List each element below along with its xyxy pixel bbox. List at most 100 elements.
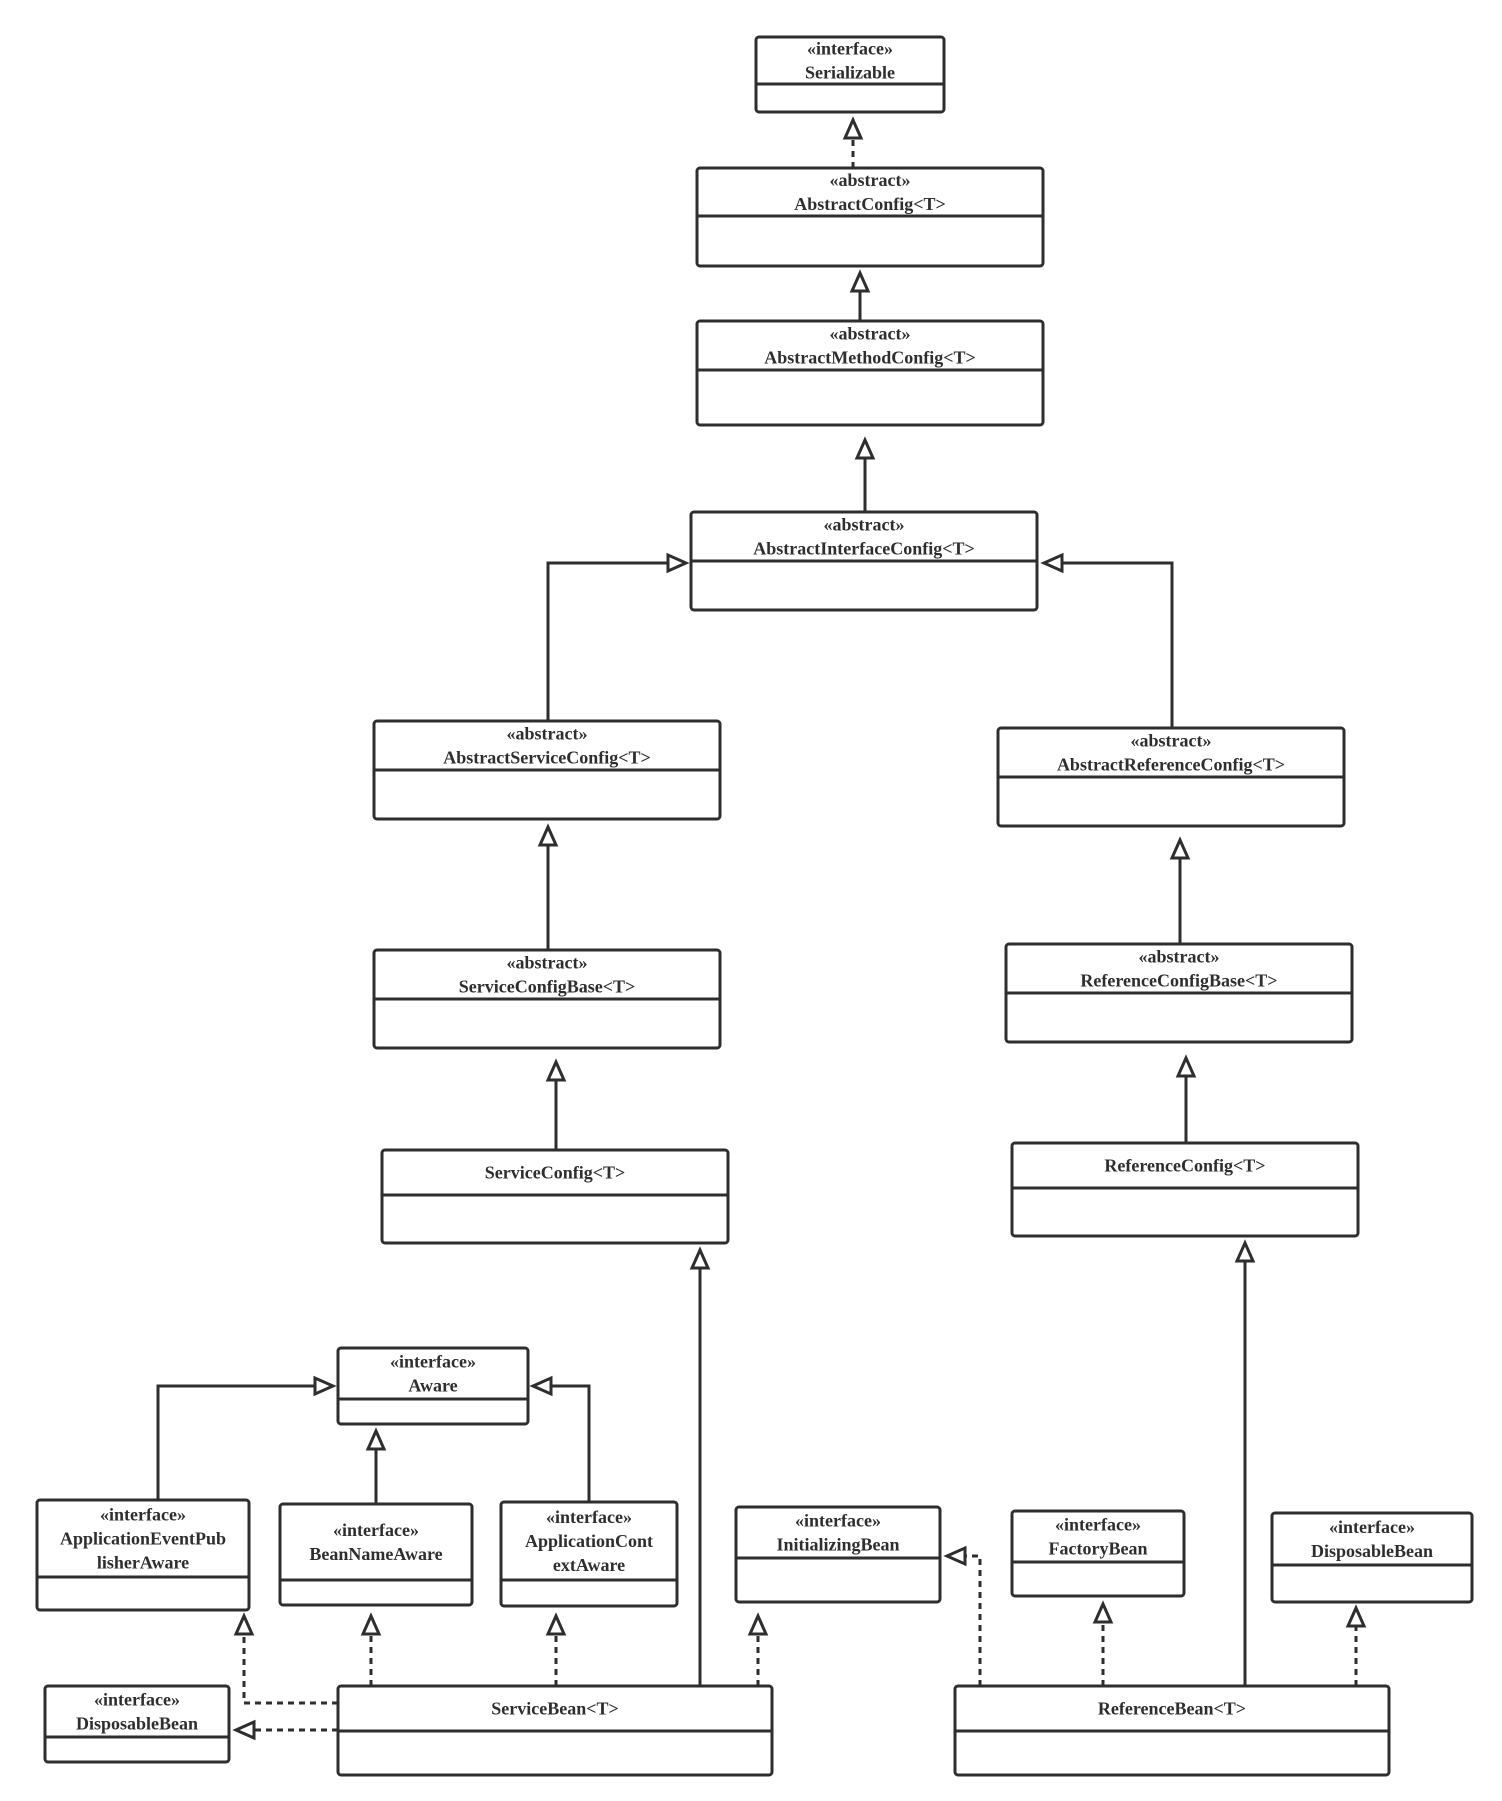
- class-box-frame: [35, 1498, 251, 1612]
- hollow-triangle-arrowhead: [854, 436, 876, 460]
- class-box-service-config[interactable]: ServiceConfig<T>: [380, 1148, 730, 1245]
- class-name: ServiceConfig<T>: [485, 1163, 626, 1183]
- class-box-serializable[interactable]: «interface»Serializable: [754, 35, 946, 114]
- relation-line: [156, 1384, 315, 1500]
- class-box-frame: [43, 1684, 231, 1764]
- relation-service-bean-to-initializing-bean: [747, 1612, 769, 1686]
- hollow-triangle-arrowhead: [233, 1612, 255, 1636]
- class-name: AbstractMethodConfig<T>: [764, 348, 976, 368]
- hollow-triangle-arrowhead: [1345, 1604, 1367, 1628]
- relations-layer: [156, 116, 1367, 1741]
- hollow-triangle-arrowhead: [1040, 552, 1064, 574]
- relation-reference-config-base-to-abstract-reference-config: [1169, 836, 1191, 944]
- class-name: ReferenceConfigBase<T>: [1080, 971, 1277, 991]
- class-box-service-bean[interactable]: ServiceBean<T>: [336, 1684, 774, 1777]
- relation-line: [551, 1384, 591, 1502]
- relation-abstract-interface-config-to-abstract-method-config: [854, 436, 876, 512]
- class-box-bean-name-aware[interactable]: «interface»BeanNameAware: [278, 1502, 474, 1607]
- class-box-frame: [734, 1505, 942, 1604]
- class-box-application-event-publisher-aware[interactable]: «interface» ApplicationEventPub lisherAwar…: [35, 1498, 251, 1612]
- relation-abstract-service-config-to-abstract-interface-config: [546, 552, 690, 721]
- class-stereotype: «interface»: [1055, 1515, 1141, 1535]
- class-box-abstract-config[interactable]: «abstract»AbstractConfig<T>: [695, 166, 1045, 268]
- class-box-service-config-base[interactable]: «abstract» ServiceConfigBase<T>: [372, 948, 722, 1050]
- class-box-initializing-bean[interactable]: «interface» InitializingBean: [734, 1505, 942, 1604]
- relation-reference-bean-to-disposable-bean-right: [1345, 1604, 1367, 1686]
- class-box-disposable-bean-left[interactable]: «interface»DisposableBean: [43, 1684, 231, 1764]
- class-box-abstract-interface-config[interactable]: «abstract» AbstractInterfaceConfig<T>: [689, 510, 1039, 612]
- relation-abstract-reference-config-to-abstract-interface-config: [1040, 552, 1174, 728]
- class-name: InitializingBean: [776, 1535, 899, 1555]
- class-name-continued: lisherAware: [97, 1553, 189, 1573]
- hollow-triangle-arrowhead: [537, 823, 559, 847]
- relation-reference-bean-to-initializing-bean: [943, 1545, 982, 1686]
- hollow-triangle-arrowhead: [232, 1719, 256, 1741]
- class-name: FactoryBean: [1049, 1539, 1148, 1559]
- relation-service-config-to-service-config-base: [545, 1058, 567, 1150]
- hollow-triangle-arrowhead: [313, 1375, 337, 1397]
- class-box-aware[interactable]: «interface» Aware: [336, 1346, 530, 1426]
- hollow-triangle-arrowhead: [529, 1375, 553, 1397]
- relation-service-bean-to-application-context-aware: [545, 1612, 567, 1686]
- class-box-abstract-service-config[interactable]: «abstract» AbstractServiceConfig<T>: [372, 719, 722, 821]
- class-stereotype: «interface»: [390, 1352, 476, 1372]
- class-box-frame: [1270, 1511, 1474, 1604]
- relation-line: [242, 1634, 338, 1705]
- relation-service-bean-to-service-config: [689, 1246, 711, 1686]
- class-name: ServiceConfigBase<T>: [459, 977, 636, 997]
- hollow-triangle-arrowhead: [1169, 836, 1191, 860]
- class-name: BeanNameAware: [309, 1544, 442, 1564]
- class-stereotype: «interface»: [546, 1507, 632, 1527]
- class-name: ReferenceBean<T>: [1098, 1699, 1246, 1719]
- class-name-continued: extAware: [553, 1555, 625, 1575]
- class-stereotype: «abstract»: [830, 324, 911, 344]
- relation-line: [546, 561, 668, 721]
- relation-reference-bean-to-reference-config: [1234, 1239, 1256, 1686]
- relation-service-bean-to-bean-name-aware: [360, 1612, 382, 1686]
- hollow-triangle-arrowhead: [849, 269, 871, 293]
- class-name: ReferenceConfig<T>: [1104, 1156, 1265, 1176]
- class-box-frame: [1010, 1509, 1186, 1598]
- class-box-abstract-reference-config[interactable]: «abstract» AbstractReferenceConfig<T>: [996, 726, 1346, 828]
- relation-application-event-publisher-aware-to-aware: [156, 1375, 337, 1500]
- class-box-frame: [754, 35, 946, 114]
- hollow-triangle-arrowhead: [545, 1612, 567, 1636]
- class-box-disposable-bean-right[interactable]: «interface»DisposableBean: [1270, 1511, 1474, 1604]
- class-box-reference-bean[interactable]: ReferenceBean<T>: [953, 1684, 1391, 1777]
- class-stereotype: «abstract»: [824, 515, 905, 535]
- class-box-reference-config[interactable]: ReferenceConfig<T>: [1010, 1141, 1360, 1238]
- class-stereotype: «interface»: [94, 1690, 180, 1710]
- hollow-triangle-arrowhead: [365, 1427, 387, 1451]
- hollow-triangle-arrowhead: [666, 552, 690, 574]
- class-name: AbstractConfig<T>: [794, 194, 946, 214]
- relation-service-config-base-to-abstract-service-config: [537, 823, 559, 950]
- relation-abstract-config-to-serializable: [842, 116, 864, 168]
- class-stereotype: «interface»: [795, 1511, 881, 1531]
- class-name: Aware: [408, 1376, 457, 1396]
- hollow-triangle-arrowhead: [943, 1545, 967, 1567]
- class-box-reference-config-base[interactable]: «abstract»ReferenceConfigBase<T>: [1004, 942, 1354, 1044]
- class-box-frame: [336, 1346, 530, 1426]
- class-name: ApplicationEventPub: [60, 1529, 226, 1549]
- class-name: AbstractInterfaceConfig<T>: [753, 539, 974, 559]
- class-name: ApplicationCont: [525, 1531, 653, 1551]
- class-stereotype: «interface»: [100, 1505, 186, 1525]
- class-name: AbstractServiceConfig<T>: [443, 748, 650, 768]
- relation-service-bean-to-disposable-bean-left: [232, 1719, 338, 1741]
- class-box-frame: [695, 319, 1045, 427]
- hollow-triangle-arrowhead: [1092, 1600, 1114, 1624]
- class-stereotype: «interface»: [1329, 1517, 1415, 1537]
- class-stereotype: «abstract»: [1131, 731, 1212, 751]
- class-stereotype: «abstract»: [507, 724, 588, 744]
- class-box-abstract-method-config[interactable]: «abstract» AbstractMethodConfig<T>: [695, 319, 1045, 427]
- hollow-triangle-arrowhead: [545, 1058, 567, 1082]
- class-stereotype: «abstract»: [507, 953, 588, 973]
- relation-application-context-aware-to-aware: [529, 1375, 591, 1502]
- relation-abstract-method-config-to-abstract-config: [849, 269, 871, 321]
- relation-bean-name-aware-to-aware: [365, 1427, 387, 1504]
- class-name: AbstractReferenceConfig<T>: [1057, 755, 1285, 775]
- class-box-application-context-aware[interactable]: «interface» ApplicationCont extAware: [499, 1500, 679, 1608]
- class-box-factory-bean[interactable]: «interface» FactoryBean: [1010, 1509, 1186, 1598]
- hollow-triangle-arrowhead: [1175, 1054, 1197, 1078]
